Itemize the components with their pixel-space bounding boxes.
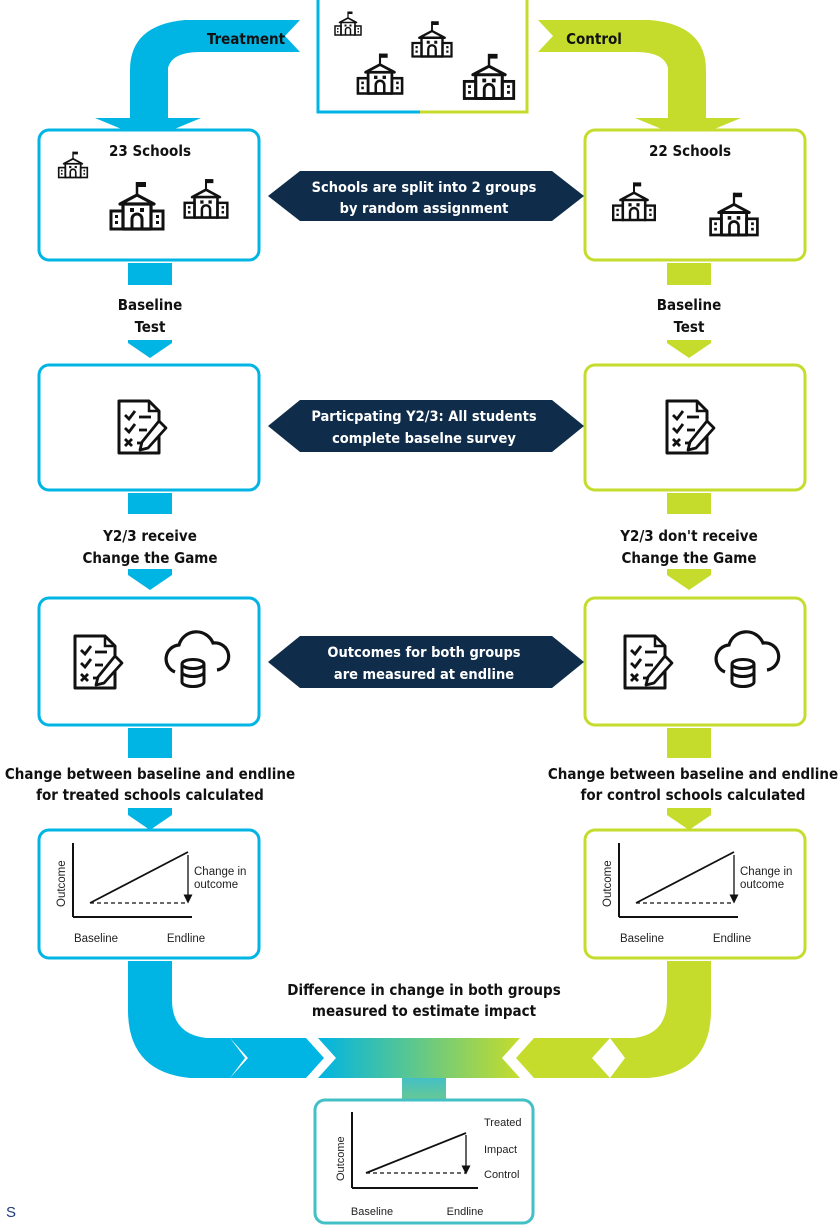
svg-text:Outcomes for both groups: Outcomes for both groups xyxy=(327,645,520,661)
treatment-baseline-label: Baseline xyxy=(118,296,183,314)
school-icon xyxy=(334,10,362,36)
x-start-label: Baseline xyxy=(351,1206,393,1218)
control-calculated-label: for control schools calculated xyxy=(581,786,806,804)
survey-banner: Particpating Y2/3: All students complete… xyxy=(268,400,584,452)
outcomes-banner: Outcomes for both groups are measured at… xyxy=(268,636,584,688)
svg-text:Particpating Y2/3: All student: Particpating Y2/3: All students xyxy=(311,409,537,425)
y-axis-label: Outcome xyxy=(602,860,614,907)
svg-text:by random assignment: by random assignment xyxy=(340,201,509,217)
control-test-label: Test xyxy=(674,318,705,336)
svg-text:Schools are split into 2 group: Schools are split into 2 groups xyxy=(312,180,537,196)
x-start-label: Baseline xyxy=(74,933,118,945)
top-schools-box xyxy=(316,0,529,114)
control-label-small: Control xyxy=(484,1169,519,1181)
chevron-arrow xyxy=(516,1038,610,1078)
control-merge-arrow xyxy=(610,961,711,1078)
treatment-game-label: Change the Game xyxy=(82,549,217,567)
impact-label: Impact xyxy=(484,1144,517,1156)
control-mini-chart: Outcome Baseline Endline Change in outco… xyxy=(583,828,807,960)
treatment-label: Treatment xyxy=(207,30,286,48)
y-axis-label: Outcome xyxy=(335,1136,347,1181)
treatment-schools-box: 23 Schools xyxy=(37,128,261,262)
control-change-label: Change between baseline and endline xyxy=(548,765,838,783)
final-subheading: measured to estimate impact xyxy=(312,1002,537,1020)
school-icon xyxy=(356,52,404,95)
treatment-top-arrow xyxy=(95,20,300,140)
x-end-label: Endline xyxy=(447,1206,484,1218)
school-icon xyxy=(462,52,516,101)
footer-fragment: S xyxy=(6,1204,16,1221)
control-game-label: Change the Game xyxy=(621,549,756,567)
final-heading: Difference in change in both groups xyxy=(287,981,560,999)
treatment-endline-box xyxy=(37,596,261,727)
treatment-calculated-label: for treated schools calculated xyxy=(36,786,264,804)
control-receive-label: Y2/3 don't receive xyxy=(619,527,758,545)
impact-chart: Outcome Baseline Endline Treated Impact … xyxy=(313,1098,535,1225)
change-label: Change in xyxy=(740,866,792,878)
treatment-change-label: Change between baseline and endline xyxy=(5,765,295,783)
x-start-label: Baseline xyxy=(620,933,664,945)
school-icon xyxy=(411,20,453,58)
control-baseline-label: Baseline xyxy=(657,296,722,314)
merge-chevron xyxy=(318,1038,520,1078)
treatment-survey-box xyxy=(37,363,261,492)
treatment-receive-label: Y2/3 receive xyxy=(102,527,197,545)
control-survey-box xyxy=(583,363,807,492)
treatment-test-label: Test xyxy=(135,318,166,336)
change-label: outcome xyxy=(740,879,784,891)
y-axis-label: Outcome xyxy=(56,860,68,907)
x-end-label: Endline xyxy=(167,933,205,945)
control-schools-count: 22 Schools xyxy=(649,142,731,160)
treatment-merge-arrow xyxy=(128,961,245,1078)
control-label: Control xyxy=(566,30,622,48)
chevron-arrow xyxy=(230,1038,324,1078)
svg-text:complete baselne survey: complete baselne survey xyxy=(332,431,516,447)
control-schools-box: 22 Schools xyxy=(583,128,807,262)
control-endline-box xyxy=(583,596,807,727)
treated-label: Treated xyxy=(484,1117,522,1129)
change-label: outcome xyxy=(194,879,238,891)
x-end-label: Endline xyxy=(713,933,751,945)
treatment-schools-count: 23 Schools xyxy=(109,142,191,160)
split-banner: Schools are split into 2 groups by rando… xyxy=(268,171,584,221)
svg-text:are measured at endline: are measured at endline xyxy=(334,667,514,683)
control-top-arrow xyxy=(538,20,741,140)
change-label: Change in xyxy=(194,866,246,878)
treatment-mini-chart: Outcome Baseline Endline Change in outco… xyxy=(37,828,261,960)
